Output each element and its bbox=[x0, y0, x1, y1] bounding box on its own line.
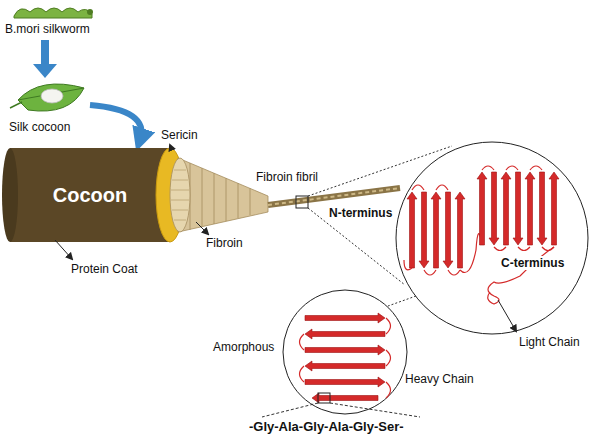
part-label: Sericin bbox=[160, 128, 199, 142]
sequence-label: -Gly-Ala-Gly-Ala-Gly-Ser- bbox=[248, 420, 405, 434]
cocoon-cylinder bbox=[2, 148, 184, 242]
beta-strand bbox=[419, 192, 429, 268]
beta-strand bbox=[305, 377, 385, 387]
part-label: Fibroin bbox=[205, 236, 244, 250]
terminus-label: C-terminus bbox=[500, 256, 565, 270]
beta-strand bbox=[549, 172, 559, 245]
beta-strand bbox=[455, 192, 465, 268]
zoom-line bbox=[262, 403, 420, 417]
flow-arrow bbox=[41, 40, 49, 66]
beta-strand bbox=[513, 172, 523, 245]
part-label: Fibroin fibril bbox=[255, 170, 319, 184]
beta-strand bbox=[312, 393, 378, 403]
zoom-circle bbox=[283, 290, 407, 414]
loop-coil bbox=[424, 270, 436, 275]
leader-line bbox=[170, 145, 172, 150]
loop-coil bbox=[482, 166, 494, 170]
caption-label: Silk cocoon bbox=[8, 120, 71, 134]
flow-arrow-curved bbox=[90, 105, 141, 140]
flow-arrow-head bbox=[33, 64, 57, 78]
part-label: Amorphous bbox=[212, 340, 275, 354]
fibroin-fibril-rope bbox=[268, 188, 400, 208]
loop-coil bbox=[300, 334, 305, 350]
beta-strand bbox=[489, 172, 499, 245]
loop-coil bbox=[518, 247, 530, 251]
cocoon-node: Cocoon bbox=[30, 176, 150, 214]
zoom-circle bbox=[396, 142, 588, 334]
beta-sheet-group bbox=[300, 313, 391, 403]
loop-coil bbox=[404, 260, 412, 270]
leader-line bbox=[55, 240, 72, 259]
beta-strand bbox=[443, 192, 453, 268]
caption-label: B.mori silkworm bbox=[4, 22, 91, 36]
silkworm-icon bbox=[14, 8, 93, 18]
loop-coil bbox=[386, 318, 391, 334]
beta-strand bbox=[431, 192, 441, 268]
beta-strand bbox=[537, 172, 547, 245]
loop-coil bbox=[448, 270, 460, 275]
terminus-label: N-terminus bbox=[328, 206, 393, 220]
leader-line bbox=[196, 222, 208, 234]
loop-coil bbox=[386, 382, 391, 398]
zoom-box bbox=[318, 393, 330, 403]
loop-coil bbox=[460, 234, 482, 273]
leader-line bbox=[498, 300, 516, 331]
part-label: Protein Coat bbox=[70, 262, 139, 276]
loop-coil bbox=[530, 166, 542, 170]
loop-coil bbox=[494, 247, 506, 251]
part-label: Heavy Chain bbox=[404, 372, 475, 386]
beta-strand bbox=[305, 329, 385, 339]
part-label: Light Chain bbox=[518, 335, 581, 349]
beta-strand bbox=[477, 172, 487, 245]
beta-sheet-group bbox=[404, 166, 559, 304]
beta-strand bbox=[305, 345, 385, 355]
fibroin-bundle bbox=[170, 158, 268, 232]
leaf-cocoon-icon bbox=[10, 84, 84, 111]
beta-strand bbox=[407, 192, 417, 268]
loop-coil bbox=[386, 350, 391, 366]
loop-coil bbox=[506, 166, 518, 170]
beta-strand bbox=[525, 172, 535, 245]
loop-coil bbox=[412, 185, 424, 190]
loop-coil bbox=[300, 366, 305, 382]
node-text: Cocoon bbox=[53, 184, 127, 207]
beta-strand bbox=[501, 172, 511, 245]
loop-coil bbox=[436, 185, 448, 190]
beta-strand bbox=[305, 313, 385, 323]
beta-strand bbox=[305, 361, 385, 371]
